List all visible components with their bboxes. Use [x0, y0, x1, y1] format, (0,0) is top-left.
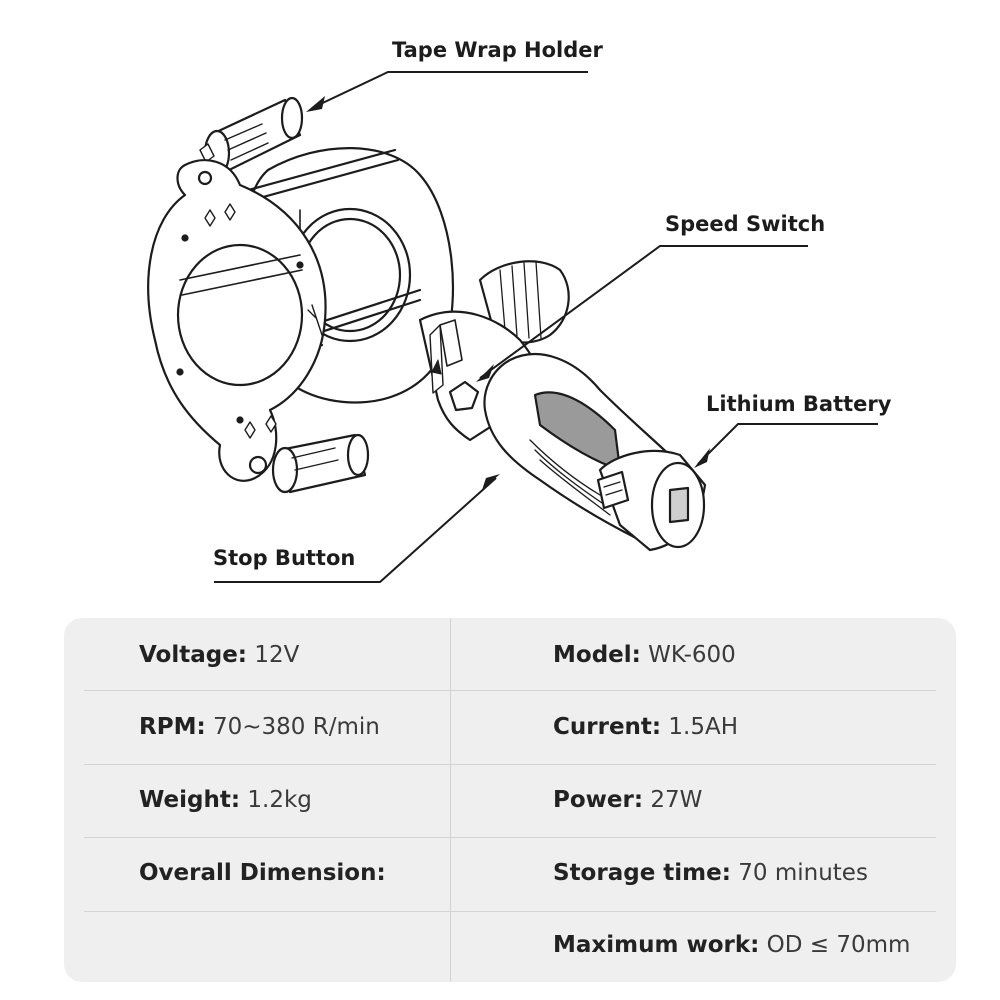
spec-power: Power: 27W — [553, 787, 703, 813]
battery-icon — [596, 449, 707, 552]
arrowhead — [476, 364, 494, 382]
spec-maximum-work: Maximum work: OD ≤ 70mm — [553, 932, 911, 958]
spec-weight: Weight: 1.2kg — [139, 787, 312, 813]
row-divider — [84, 911, 936, 912]
warning-label-icon — [429, 324, 444, 394]
arrowhead — [306, 96, 325, 112]
speed-switch-label: Speed Switch — [665, 212, 826, 236]
tape-wrap-holder-label: Tape Wrap Holder — [392, 38, 603, 62]
tape-wrap-holder-leader — [311, 71, 588, 109]
spec-overall-dimension: Overall Dimension: — [139, 860, 386, 886]
spec-rpm: RPM: 70~380 R/min — [139, 714, 380, 740]
arrowhead — [694, 448, 710, 468]
lithium-battery-label: Lithium Battery — [706, 392, 892, 416]
spec-storage-time: Storage time: 70 minutes — [553, 860, 868, 886]
spec-current: Current: 1.5AH — [553, 714, 739, 740]
spec-voltage: Voltage: 12V — [139, 642, 300, 668]
row-divider — [84, 764, 936, 765]
front-ring-plate — [147, 159, 327, 482]
lithium-battery-leader — [697, 423, 878, 465]
arrowhead — [482, 474, 500, 490]
tape-wrapper-diagram — [147, 71, 878, 583]
row-divider — [84, 690, 936, 691]
stop-button-leader — [214, 477, 497, 583]
speed-switch-leader — [479, 245, 808, 379]
stop-button-label: Stop Button — [213, 546, 356, 570]
spec-panel: Voltage: 12V Model: WK-600 RPM: 70~380 R… — [64, 618, 956, 982]
spec-model: Model: WK-600 — [553, 642, 736, 668]
row-divider — [84, 837, 936, 838]
column-divider — [450, 618, 451, 982]
bottom-roller — [271, 433, 370, 494]
